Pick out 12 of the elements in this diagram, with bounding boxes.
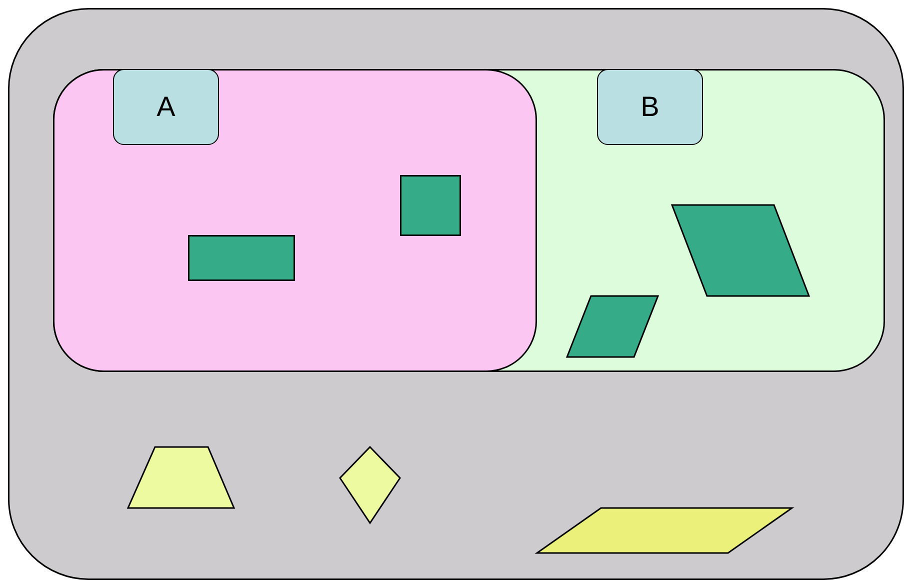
set-region [53,69,537,372]
trapezoid-shape [128,447,234,508]
parallelogram-shape [672,205,809,296]
set-label: B [597,69,703,145]
parallelogram-shape [567,296,658,357]
square-shape [400,175,461,236]
set-label: A [113,69,219,145]
diamond-shape [340,447,400,523]
parallelogram-shape [537,508,792,553]
universe-region [8,8,904,580]
set-region [53,69,885,372]
rectangle-shape [188,235,295,281]
